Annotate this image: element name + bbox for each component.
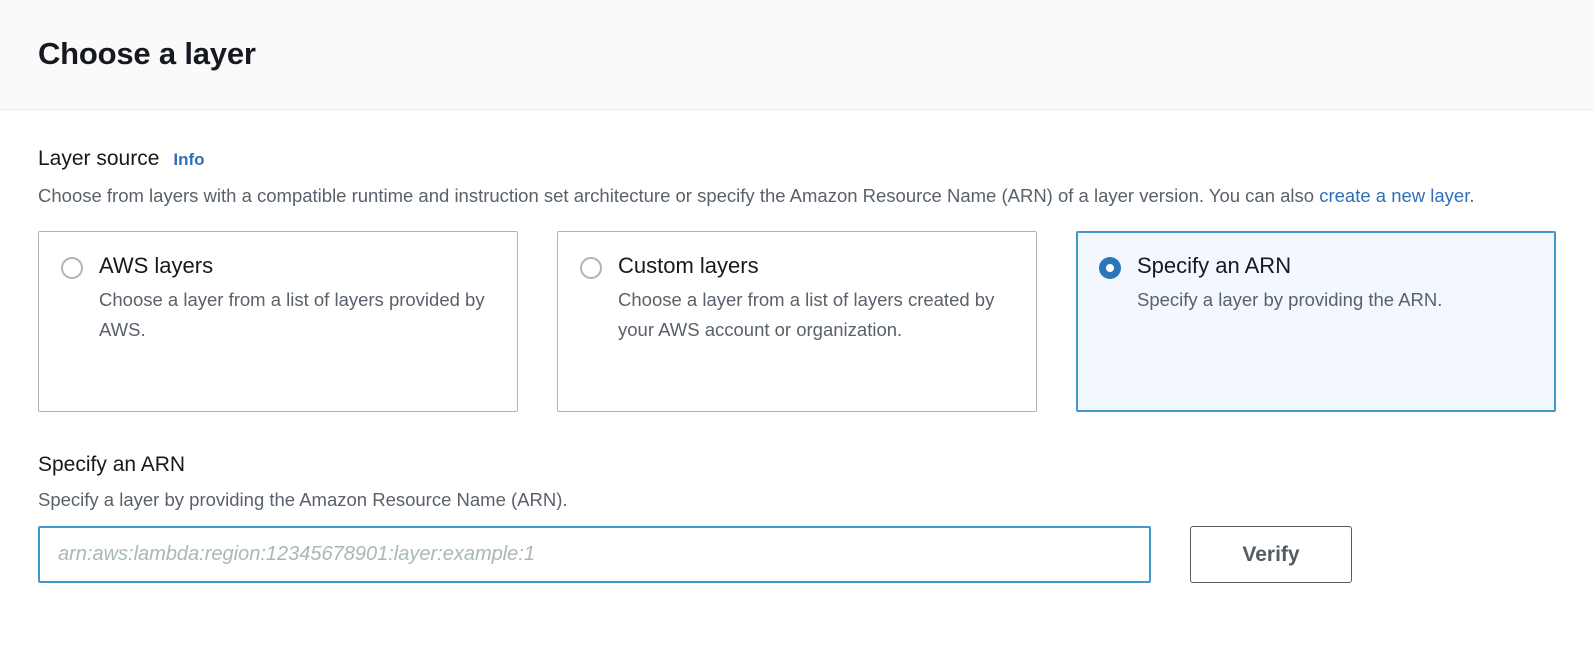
dialog-header: Choose a layer xyxy=(0,0,1594,110)
arn-input[interactable] xyxy=(38,526,1151,584)
radio-tile-aws-layers[interactable]: AWS layers Choose a layer from a list of… xyxy=(38,231,518,413)
page-title: Choose a layer xyxy=(38,36,256,72)
arn-section-title: Specify an ARN xyxy=(38,453,186,477)
radio-tile-custom-layers[interactable]: Custom layers Choose a layer from a list… xyxy=(557,231,1037,413)
layer-source-description: Choose from layers with a compatible run… xyxy=(38,180,1508,211)
radio-tile-title: AWS layers xyxy=(99,253,214,279)
layer-source-description-text: Choose from layers with a compatible run… xyxy=(38,185,1320,207)
radio-icon-specify-arn[interactable] xyxy=(1099,257,1121,280)
layer-source-description-tail: . xyxy=(1469,185,1475,207)
radio-tile-description: Specify a layer by providing the ARN. xyxy=(1137,288,1443,310)
arn-section-description: Specify a layer by providing the Amazon … xyxy=(38,489,568,511)
radio-tile-title: Specify an ARN xyxy=(1137,253,1292,279)
verify-button[interactable]: Verify xyxy=(1190,526,1352,584)
dialog-body: Layer source Info Choose from layers wit… xyxy=(0,110,1594,584)
radio-tile-description: Choose a layer from a list of layers cre… xyxy=(618,288,995,340)
arn-input-row: Verify xyxy=(38,526,1556,584)
layer-source-label-row: Layer source Info xyxy=(38,146,1556,171)
layer-source-options: AWS layers Choose a layer from a list of… xyxy=(38,231,1556,413)
radio-tile-specify-arn[interactable]: Specify an ARN Specify a layer by provid… xyxy=(1076,231,1556,413)
create-new-layer-link[interactable]: create a new layer xyxy=(1319,185,1470,207)
radio-tile-description: Choose a layer from a list of layers pro… xyxy=(99,288,485,340)
info-link[interactable]: Info xyxy=(173,150,205,169)
radio-tile-title: Custom layers xyxy=(618,253,759,279)
radio-icon-custom-layers[interactable] xyxy=(580,257,602,280)
radio-icon-aws-layers[interactable] xyxy=(61,257,83,280)
layer-source-label: Layer source xyxy=(38,147,160,170)
